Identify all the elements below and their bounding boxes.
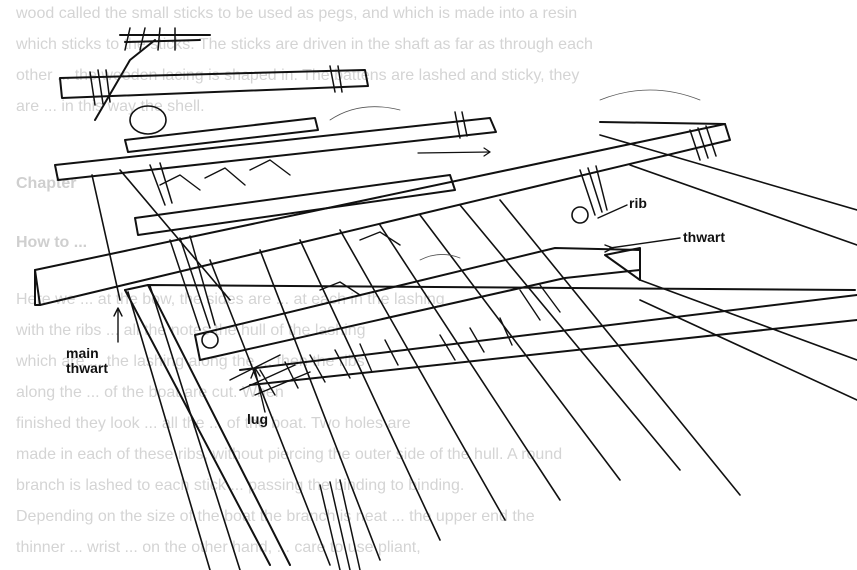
- lashings: [89, 27, 717, 570]
- thwart-far: [54, 34, 497, 181]
- bg-line: Depending on the size of the boat the br…: [16, 508, 535, 525]
- label-lug-text: lug: [247, 411, 268, 427]
- thwart-middle: [124, 117, 456, 236]
- bg-heading: How to ...: [16, 234, 88, 251]
- bg-line: along the ... of the boat are cut. When: [16, 384, 284, 401]
- label-main-thwart: main thwart: [66, 346, 108, 376]
- label-rib: rib: [629, 196, 647, 211]
- bg-line: thinner ... wrist ... on the other hand,…: [16, 539, 421, 556]
- thwart-near: [194, 247, 641, 361]
- label-thwart-text: thwart: [683, 229, 725, 245]
- hull-planks: [91, 134, 857, 570]
- label-thwart: thwart: [683, 230, 725, 245]
- bg-line: are ... in this way the shell.: [16, 98, 205, 115]
- bg-line: wood called the small sticks to be used …: [16, 5, 578, 22]
- bg-line: other ... the wooden lacing is shaped in…: [16, 67, 580, 84]
- bg-line: with the ribs ... all the notes the hull…: [16, 322, 366, 339]
- bg-line: finished they look ... all the ... of th…: [16, 415, 411, 432]
- main-thwart: [34, 121, 731, 306]
- label-rib-text: rib: [629, 195, 647, 211]
- gunwale: [124, 284, 857, 566]
- rib-loops: [129, 105, 589, 349]
- label-leaders: [113, 204, 681, 413]
- label-lug: lug: [247, 412, 268, 427]
- dimension-arrow: [417, 147, 491, 157]
- frame-texture: [329, 89, 701, 261]
- bg-line: made in each of these ribs, without pier…: [16, 446, 563, 463]
- lugs: [159, 159, 561, 396]
- label-main-thwart-line1: main: [66, 345, 99, 361]
- label-main-thwart-line2: thwart: [66, 360, 108, 376]
